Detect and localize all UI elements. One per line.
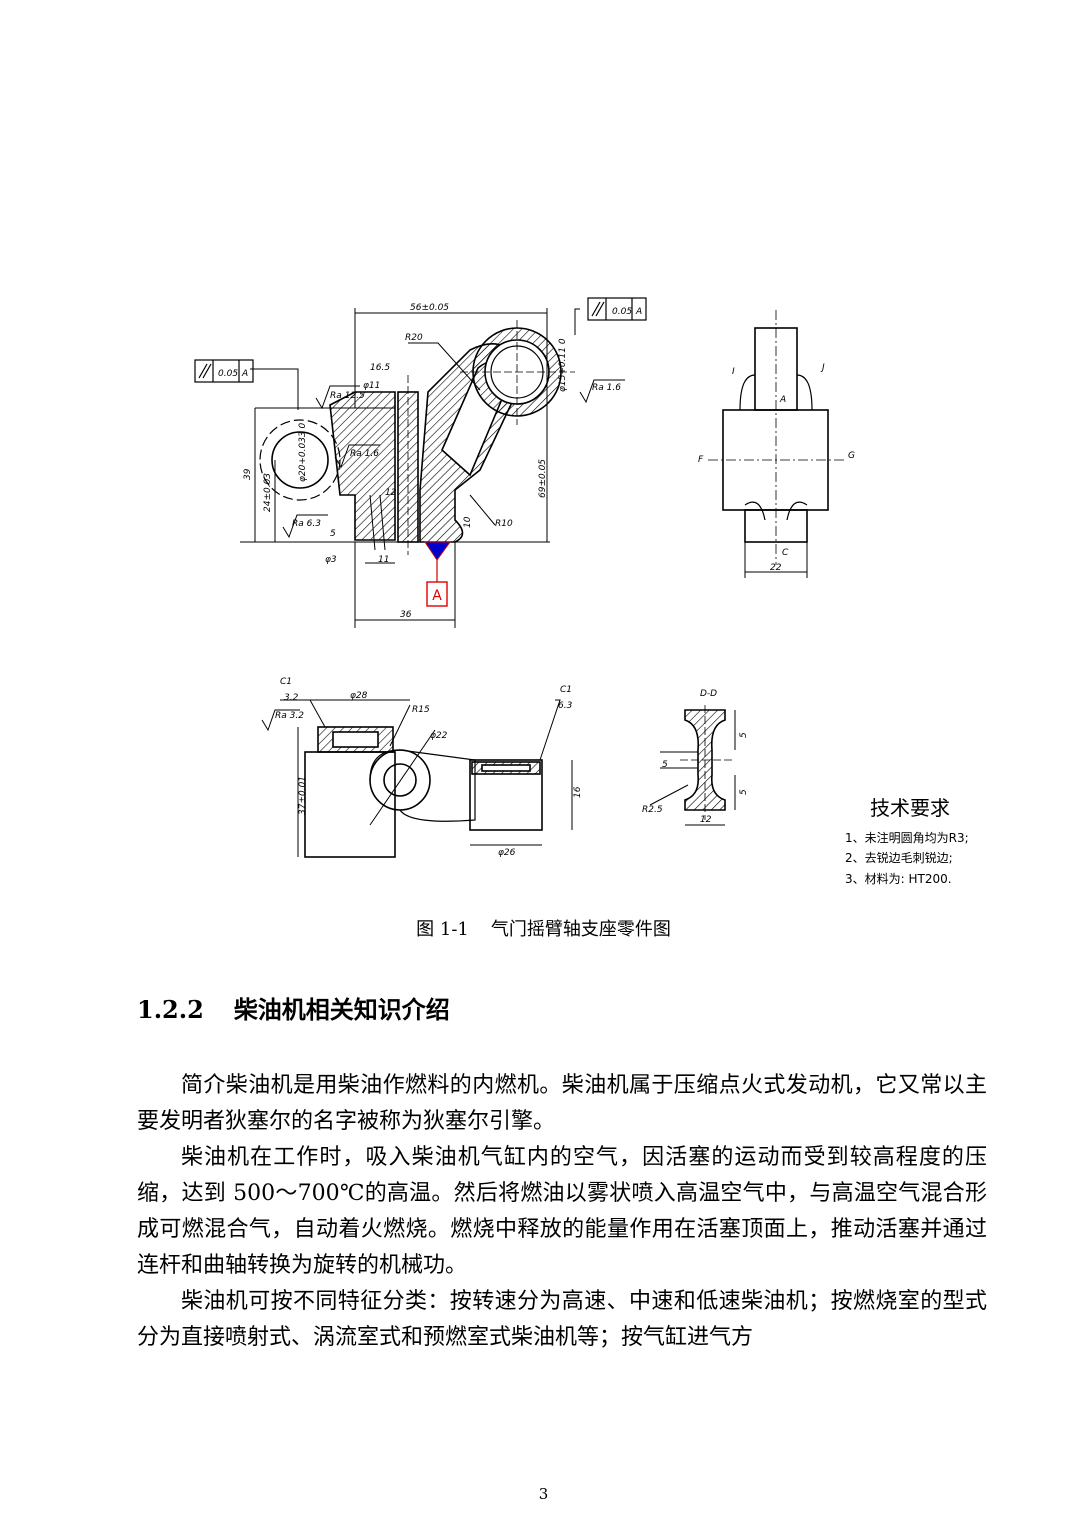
dimension-label: R20 [405, 333, 423, 343]
dimension-label: 16 [573, 786, 583, 798]
dimension-label: φ11 [363, 381, 380, 391]
section-heading: 1.2.2 柴油机相关知识介绍 [137, 990, 450, 1025]
datum-triangle [424, 541, 451, 561]
dimension-label: 0.05 [218, 369, 238, 379]
front-view [240, 308, 625, 628]
dimension-label: C1 [280, 677, 292, 687]
dimension-label: R15 [412, 705, 430, 715]
dimension-label: φ26 [498, 848, 516, 858]
part-drawing-figure: A 56±0.05 R20 0.05 A 0.05 A 16.5 φ11 Ra … [180, 280, 1000, 900]
page-number: 3 [538, 1485, 549, 1503]
dimension-label: 56±0.05 [410, 303, 449, 313]
dimension-label: Ra 1.6 [350, 449, 379, 459]
dimension-label: A [241, 369, 248, 379]
dimension-label: A [779, 395, 786, 405]
figure-title: 气门摇臂轴支座零件图 [490, 919, 671, 940]
dimension-label: φ22 [430, 731, 448, 741]
dimension-label: C [782, 548, 789, 558]
tech-item-1: 1、未注明圆角均为R3; [845, 830, 969, 845]
dimension-label: J [820, 363, 825, 373]
dimension-label: 69±0.05 [538, 459, 548, 498]
dimension-label: 10 [463, 516, 473, 528]
side-view [708, 310, 845, 578]
dimension-label: 5 [662, 760, 668, 770]
tolerance-frame-left [194, 359, 254, 383]
dimension-label: 11 [378, 555, 389, 565]
figure-caption: 图 1-1 气门摇臂轴支座零件图 [0, 915, 1087, 941]
dimension-label: 12 [385, 488, 397, 498]
dimension-label: A [432, 588, 442, 604]
section-number: 1.2.2 [137, 995, 204, 1024]
dimension-label: F [698, 455, 704, 465]
dimension-label: R2.5 [642, 805, 663, 815]
dimension-label: Ra 6.3 [292, 519, 321, 529]
dimension-label: Ra 3.2 [275, 711, 304, 721]
dimension-label: Ra 1.6 [592, 383, 621, 393]
dimension-label: φ3 [325, 555, 337, 565]
figure-number: 图 1-1 [416, 919, 469, 940]
dimension-label: A [635, 307, 642, 317]
tech-item-3: 3、材料为: HT200. [845, 872, 952, 886]
dimension-label: R10 [495, 519, 513, 529]
tolerance-frame-top [587, 297, 647, 321]
dimension-label: 6.3 [558, 701, 573, 711]
dimension-label: φ28 [350, 691, 368, 701]
dimension-label: 39 [243, 468, 253, 480]
tech-title: 技术要求 [870, 796, 950, 820]
dimension-label: 0.05 [612, 307, 632, 317]
dimension-label: φ20+0.033 0 [298, 422, 308, 482]
section-title: 柴油机相关知识介绍 [233, 996, 450, 1024]
dimension-label: 5 [739, 789, 749, 795]
top-view [261, 699, 573, 858]
engineering-drawing: A 56±0.05 R20 0.05 A 0.05 A 16.5 φ11 Ra … [194, 297, 969, 886]
dimension-label: 12 [700, 815, 712, 825]
dimension-label: 37±0.01 [298, 776, 308, 815]
dimension-label: 5 [330, 529, 336, 539]
paragraph-1: 简介柴油机是用柴油作燃料的内燃机。柴油机属于压缩点火式发动机，它又常以主要发明者… [137, 1073, 987, 1134]
dimension-label: 36 [400, 610, 412, 620]
paragraph-3: 柴油机可按不同特征分类：按转速分为高速、中速和低速柴油机；按燃烧室的型式分为直接… [137, 1289, 987, 1350]
dimension-label: 5 [739, 732, 749, 738]
section-view [649, 705, 736, 826]
dimension-label: I [732, 367, 735, 377]
dimension-label: C1 [560, 685, 572, 695]
dimension-label: 16.5 [370, 363, 390, 373]
dimension-label: D-D [700, 689, 717, 699]
body-text: 简介柴油机是用柴油作燃料的内燃机。柴油机属于压缩点火式发动机，它又常以主要发明者… [137, 1068, 987, 1356]
dimension-label: Ra 12.5 [330, 391, 365, 401]
dimension-label: 22 [770, 563, 782, 573]
paragraph-2: 柴油机在工作时，吸入柴油机气缸内的空气，因活塞的运动而受到较高程度的压缩，达到 … [137, 1145, 987, 1278]
datum-box [426, 581, 448, 607]
dimension-label: 3.2 [284, 693, 299, 703]
tech-item-2: 2、去锐边毛刺锐边; [845, 851, 953, 865]
dimension-label: G [848, 451, 855, 461]
dimension-label: 24±0.03 [263, 473, 273, 512]
dimension-label: φ15+0.11 0 [558, 338, 568, 392]
